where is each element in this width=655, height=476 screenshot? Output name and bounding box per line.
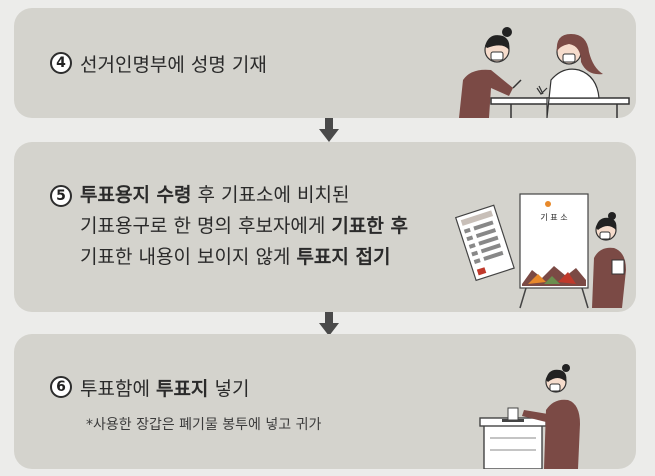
step-number-6: 6 <box>50 376 72 398</box>
step-5-line-3: 기표한 내용이 보이지 않게 투표지 접기 <box>80 246 391 268</box>
step-5-line-2: 기표용구로 한 명의 후보자에게 기표한 후 <box>80 215 408 237</box>
register-signing-illustration <box>459 27 630 118</box>
step-6-card: 6 투표함에 투표지 넣기 *사용한 장갑은 폐기물 봉투에 넣고 귀가 <box>14 334 636 469</box>
step-6-note: *사용한 장갑은 폐기물 봉투에 넣고 귀가 <box>86 417 322 433</box>
step-5-card: 5 투표용지 수령 후 기표소에 비치된 기표용구로 한 명의 후보자에게 기표… <box>14 142 636 312</box>
step-5-line-1: 투표용지 수령 후 기표소에 비치된 <box>80 184 350 206</box>
voting-booth-illustration: 기 표 소 <box>454 193 626 309</box>
step-number-5: 5 <box>50 185 72 207</box>
arrow-down-icon <box>319 118 339 142</box>
step-6-title: 투표함에 투표지 넣기 <box>80 378 250 400</box>
ballot-paper-icon <box>454 204 515 282</box>
step-4-title: 선거인명부에 성명 기재 <box>80 54 267 76</box>
booth-label: 기 표 소 <box>540 213 567 222</box>
arrow-down-icon <box>319 312 339 336</box>
step-5-text: 투표용지 수령 후 기표소에 비치된 기표용구로 한 명의 후보자에게 기표한 … <box>80 180 408 273</box>
step-4-card: 4 선거인명부에 성명 기재 <box>14 8 636 118</box>
step-number-4: 4 <box>50 52 72 74</box>
ballot-box-illustration <box>479 364 580 469</box>
